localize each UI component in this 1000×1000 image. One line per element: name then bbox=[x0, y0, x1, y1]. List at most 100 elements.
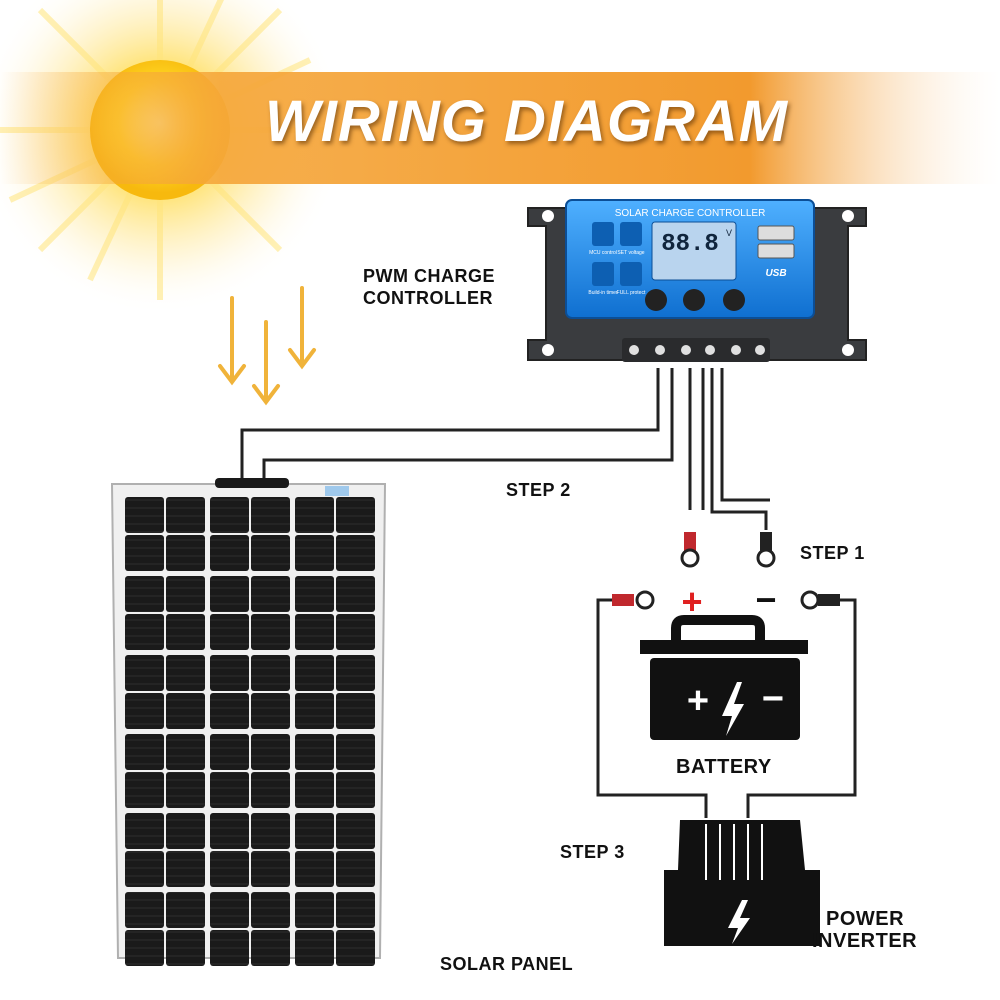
solar-cell bbox=[295, 497, 334, 533]
sunlight-arrow-icons bbox=[218, 286, 316, 406]
solar-cell bbox=[210, 930, 249, 966]
solar-cells bbox=[125, 497, 375, 966]
solar-cell bbox=[125, 734, 164, 770]
solar-cell bbox=[166, 535, 205, 571]
inverter-label-line1: POWER bbox=[826, 908, 905, 930]
solar-cell bbox=[210, 851, 249, 887]
solar-cell bbox=[210, 772, 249, 808]
solar-cell bbox=[336, 772, 375, 808]
solar-cell bbox=[295, 614, 334, 650]
solar-cell bbox=[251, 930, 290, 966]
solar-cell bbox=[295, 655, 334, 691]
solar-cell bbox=[166, 851, 205, 887]
solar-cell bbox=[251, 614, 290, 650]
solar-cell bbox=[125, 655, 164, 691]
solar-cell bbox=[336, 535, 375, 571]
solar-cell bbox=[210, 614, 249, 650]
solar-cell bbox=[125, 614, 164, 650]
solar-cell bbox=[251, 497, 290, 533]
solar-cell bbox=[295, 851, 334, 887]
panel-wires bbox=[240, 368, 674, 488]
solar-cell bbox=[210, 813, 249, 849]
battery-label: BATTERY bbox=[676, 756, 772, 778]
solar-cell bbox=[295, 813, 334, 849]
usb-port-icons bbox=[757, 225, 795, 259]
solar-cell bbox=[125, 535, 164, 571]
solar-cell bbox=[336, 655, 375, 691]
step3-ring-terminals bbox=[612, 590, 840, 610]
solar-cell bbox=[336, 497, 375, 533]
solar-cell bbox=[166, 614, 205, 650]
lcd-unit: V bbox=[726, 228, 732, 238]
solar-cell bbox=[166, 576, 205, 612]
solar-cell bbox=[166, 813, 205, 849]
solar-cell bbox=[251, 892, 290, 928]
lcd-display bbox=[651, 221, 737, 281]
solar-cell bbox=[210, 535, 249, 571]
full-protect-label: FULL protect bbox=[617, 290, 646, 296]
step2-label: STEP 2 bbox=[506, 480, 571, 500]
battery-wires bbox=[688, 368, 770, 530]
solar-panel-label: SOLAR PANEL bbox=[440, 954, 574, 974]
solar-cell bbox=[295, 892, 334, 928]
usb-logo: USB bbox=[765, 268, 786, 279]
step3-label: STEP 3 bbox=[560, 842, 625, 862]
solar-cell bbox=[166, 772, 205, 808]
solar-cell bbox=[251, 851, 290, 887]
solar-cell bbox=[166, 930, 205, 966]
solar-cell bbox=[295, 772, 334, 808]
battery-minus-symbol: − bbox=[762, 678, 784, 720]
solar-cell bbox=[125, 576, 164, 612]
solar-cell bbox=[295, 734, 334, 770]
controller-buttons bbox=[645, 289, 745, 311]
battery-minus-terminal: − bbox=[755, 579, 776, 620]
title-banner bbox=[0, 72, 1000, 184]
controller-label-line1: PWM CHARGE bbox=[363, 266, 495, 286]
controller-terminal-screws bbox=[629, 345, 765, 355]
build-in-timer-label: Build-in timer bbox=[588, 290, 618, 296]
solar-cell bbox=[210, 892, 249, 928]
solar-cell bbox=[125, 693, 164, 729]
inverter-label-line2: INVERTER bbox=[812, 930, 918, 952]
mcu-control-label: MCU control bbox=[589, 250, 617, 256]
solar-cell bbox=[251, 772, 290, 808]
solar-cell bbox=[166, 497, 205, 533]
solar-cell bbox=[336, 930, 375, 966]
solar-panel bbox=[110, 478, 387, 966]
solar-cell bbox=[251, 813, 290, 849]
solar-cell bbox=[210, 734, 249, 770]
solar-cell bbox=[210, 497, 249, 533]
solar-cell bbox=[125, 772, 164, 808]
page-title: WIRING DIAGRAM bbox=[265, 89, 789, 154]
solar-cell bbox=[125, 930, 164, 966]
solar-cell bbox=[210, 576, 249, 612]
set-voltage-label: SET voltage bbox=[617, 250, 644, 256]
battery-plus-terminal: + bbox=[681, 581, 702, 622]
solar-cell bbox=[336, 576, 375, 612]
battery-plus-symbol: + bbox=[687, 680, 709, 722]
controller-face-title: SOLAR CHARGE CONTROLLER bbox=[615, 208, 766, 219]
solar-cell bbox=[166, 892, 205, 928]
solar-cell bbox=[251, 693, 290, 729]
solar-cell bbox=[125, 497, 164, 533]
solar-cell bbox=[210, 655, 249, 691]
solar-cell bbox=[295, 930, 334, 966]
solar-cell bbox=[125, 851, 164, 887]
battery-icon bbox=[640, 615, 808, 740]
solar-cell bbox=[336, 892, 375, 928]
solar-cell bbox=[336, 614, 375, 650]
solar-cell bbox=[295, 693, 334, 729]
solar-cell bbox=[125, 813, 164, 849]
solar-cell bbox=[251, 734, 290, 770]
solar-cell bbox=[251, 655, 290, 691]
solar-cell bbox=[210, 693, 249, 729]
solar-cell bbox=[336, 693, 375, 729]
solar-cell bbox=[336, 813, 375, 849]
inverter-wires bbox=[596, 598, 857, 818]
solar-cell bbox=[166, 693, 205, 729]
solar-cell bbox=[295, 576, 334, 612]
solar-cell bbox=[125, 892, 164, 928]
solar-cell bbox=[166, 655, 205, 691]
solar-cell bbox=[251, 535, 290, 571]
